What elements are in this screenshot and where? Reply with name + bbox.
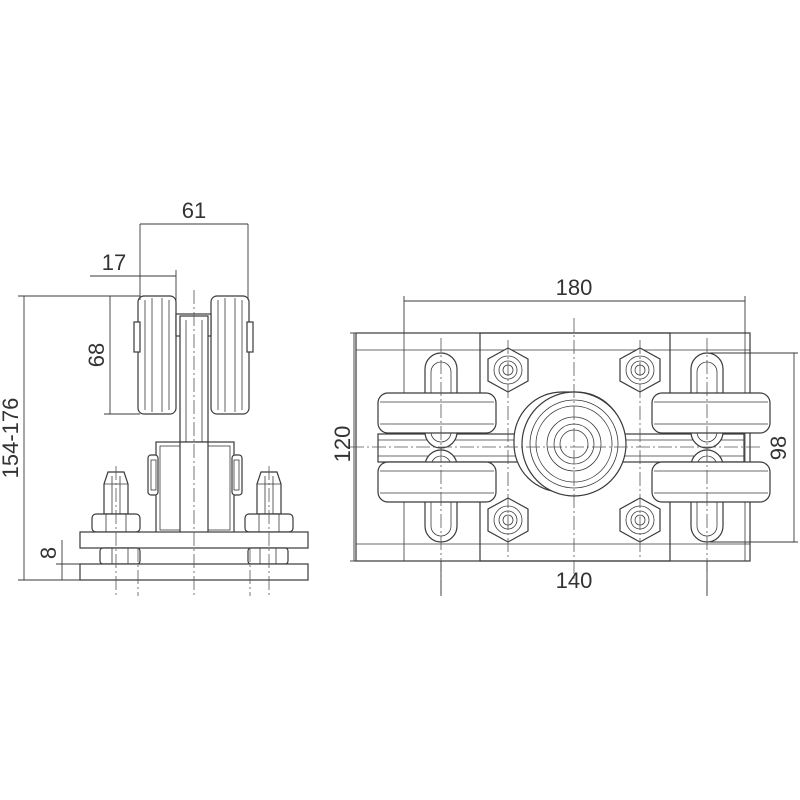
plan-wheel-top-right (651, 392, 771, 434)
side-bearing-right (231, 454, 243, 496)
dim-17: 17 (102, 250, 126, 275)
side-bearing-left (147, 454, 159, 496)
side-dimensions (18, 223, 249, 581)
dim-140: 140 (556, 568, 593, 593)
plan-wheel-bottom-left (377, 461, 497, 503)
plan-wheel-top-left (377, 392, 497, 434)
side-lower-nut-right (247, 547, 289, 565)
dim-154-176: 154-176 (0, 398, 23, 479)
dim-8: 8 (36, 547, 61, 559)
plan-wheel-bottom-right (651, 461, 771, 503)
dim-61: 61 (182, 198, 206, 223)
dim-120: 120 (330, 426, 355, 463)
dim-98: 98 (766, 436, 791, 460)
dim-180: 180 (556, 275, 593, 300)
side-right-wheel (210, 295, 254, 415)
dim-68: 68 (84, 343, 109, 367)
plan-center-hub (513, 391, 627, 497)
plan-dimensions (350, 296, 798, 596)
plan-view (350, 318, 771, 596)
side-lower-nut-left (99, 547, 141, 565)
side-left-wheel (133, 295, 177, 415)
side-view (79, 290, 309, 596)
